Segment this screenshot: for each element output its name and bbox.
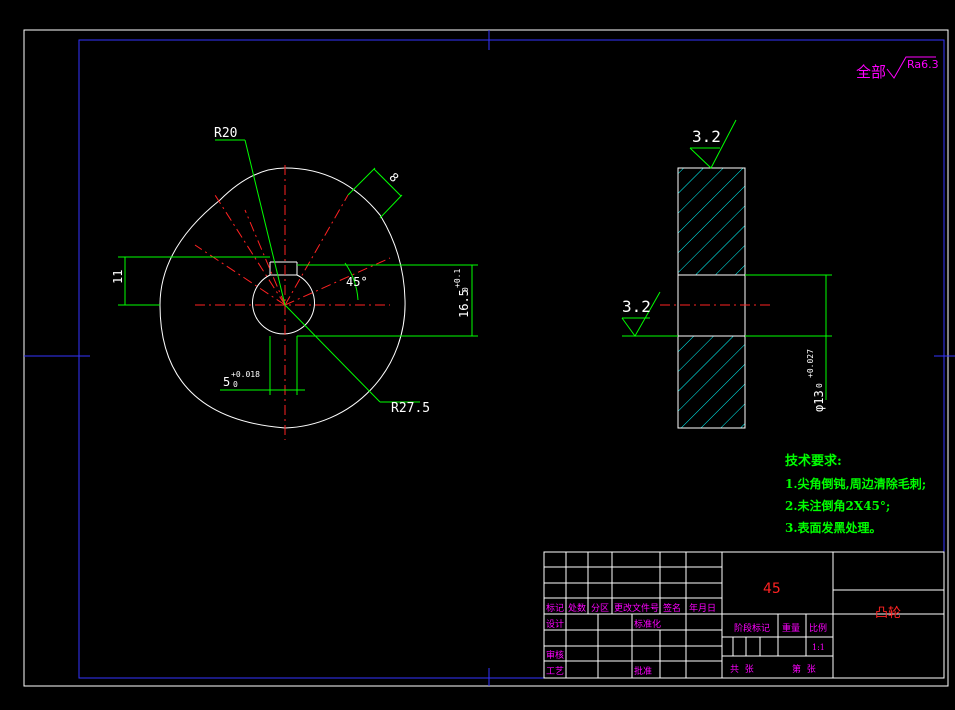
header-cell: 标记 <box>546 602 564 614</box>
section-upper-hatch <box>678 168 745 275</box>
dim-r27-5: R27.5 <box>391 401 430 416</box>
scale-value: 1:1 <box>812 643 825 652</box>
title-block: 45 凸轮 标记 处数 分区 更改文件号 签名 年月日 设计 标准化 审核 工艺… <box>543 551 945 679</box>
dim-phi13: φ13 <box>812 390 826 412</box>
title-block-material: 45 <box>763 581 781 597</box>
header-cell: 签名 <box>663 602 681 614</box>
header-cell: 处数 <box>568 602 586 614</box>
row-design-label: 设计 <box>546 618 564 630</box>
stage-mark-label: 阶段标记 <box>734 622 770 634</box>
side-view: φ13 +0.027 0 3.2 3.2 <box>621 119 832 429</box>
roughness-left-symbol-icon <box>621 291 678 337</box>
tech-requirements-title: 技术要求: <box>785 453 842 469</box>
dim-5-tol-lower: 0 <box>233 380 238 389</box>
section-lower-hatch <box>678 336 745 428</box>
dimension-lines <box>118 139 478 403</box>
title-block-header-row: 标记 处数 分区 更改文件号 签名 年月日 <box>546 602 716 614</box>
tech-requirement-item: 3.表面发黑处理。 <box>785 520 882 535</box>
dim-8: 8 <box>386 170 401 185</box>
sheet-no-label: 第 张 <box>792 663 816 675</box>
outer-sheet-border <box>23 29 949 687</box>
roughness-all-symbol-icon <box>886 56 936 79</box>
dim-16-5-tol-upper: +0.1 <box>453 269 462 288</box>
shaft-bore <box>252 274 315 335</box>
center-lines <box>194 165 391 440</box>
dim-5: 5 <box>223 375 230 389</box>
side-dimension-lines <box>745 274 832 400</box>
keyway <box>269 261 298 275</box>
cam-outline <box>159 167 406 429</box>
roughness-left-value: 3.2 <box>622 297 651 316</box>
dim-11: 11 <box>111 270 125 284</box>
row-review-label: 审核 <box>546 649 564 661</box>
sheets-total-label: 共 张 <box>730 664 754 675</box>
roughness-top-value: 3.2 <box>692 127 721 146</box>
dim-angle-45: 45° <box>346 275 368 289</box>
roughness-all-label: 全部 <box>856 63 886 81</box>
dim-16-5-tol-lower: 0 <box>461 287 470 292</box>
weight-label: 重量 <box>782 622 800 634</box>
roughness-all-value: Ra6.3 <box>907 58 939 71</box>
roughness-top-symbol-icon <box>689 119 737 169</box>
section-bore-lines <box>678 274 745 337</box>
header-cell: 分区 <box>591 603 609 614</box>
dim-r20: R20 <box>214 126 237 141</box>
front-view: R20 R27.5 8 11 45° 16.5 +0.1 0 5 +0.018 … <box>111 126 478 440</box>
centering-marks <box>24 30 955 686</box>
dim-16-5: 16.5 <box>457 289 471 318</box>
title-block-grid <box>543 551 945 679</box>
header-cell: 更改文件号 <box>614 602 659 614</box>
title-block-part-name: 凸轮 <box>875 606 901 621</box>
row-standard-label: 标准化 <box>634 618 661 630</box>
tech-requirements: 技术要求: 1.尖角倒钝,周边清除毛刺; 2.未注倒角2X45°; 3.表面发黑… <box>785 453 926 535</box>
header-cell: 年月日 <box>689 602 716 614</box>
dim-phi13-tol-lower: 0 <box>815 383 824 388</box>
tech-requirement-item: 2.未注倒角2X45°; <box>785 498 890 513</box>
inner-sheet-border <box>78 39 945 679</box>
tech-requirement-item: 1.尖角倒钝,周边清除毛刺; <box>785 476 926 491</box>
scale-label: 比例 <box>809 622 827 634</box>
dim-phi13-tol-upper: +0.027 <box>806 349 815 378</box>
row-process-label: 工艺 <box>546 666 564 677</box>
row-approve-label: 批准 <box>634 665 652 677</box>
dim-5-tol-upper: +0.018 <box>231 370 260 379</box>
